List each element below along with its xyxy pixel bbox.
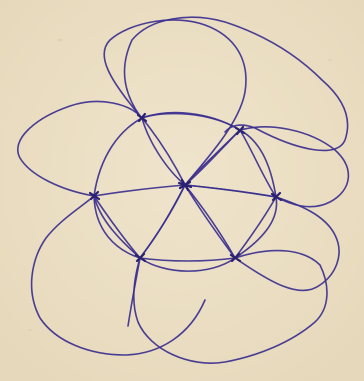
pen-rosette-drawing-icon [0,0,364,381]
photo [0,0,364,381]
